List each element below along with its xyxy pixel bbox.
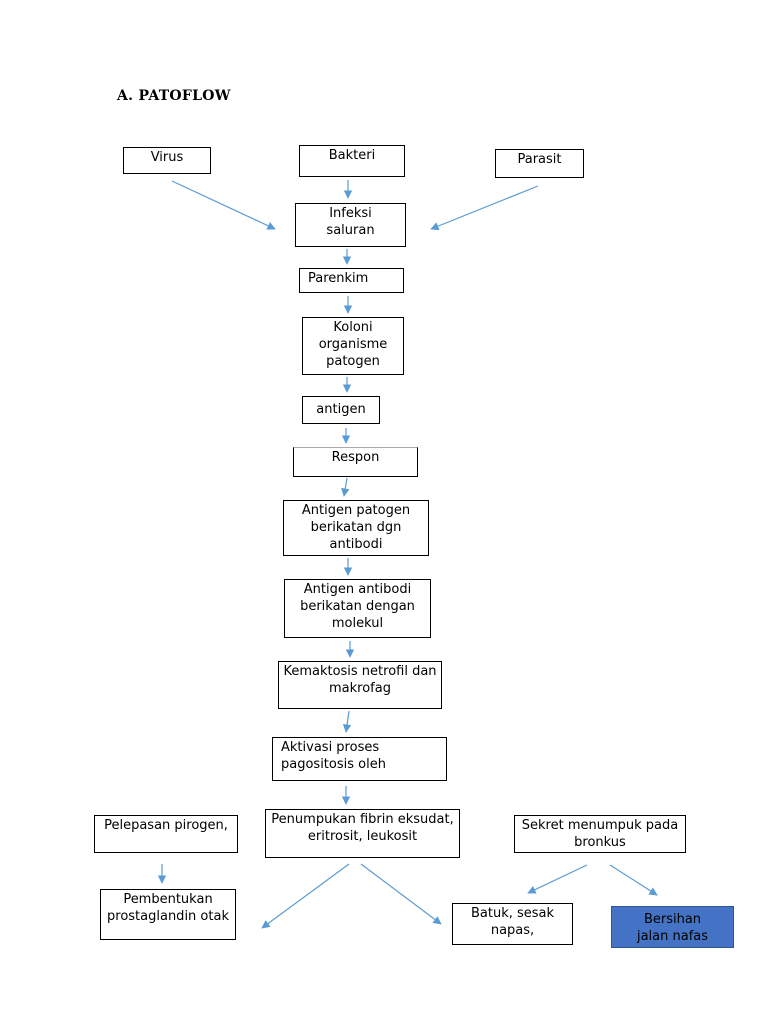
node-respon: Respon [293,447,418,477]
node-pembentukan: Pembentukan prostaglandin otak [100,889,236,940]
arrow-respon-patogen [341,477,350,497]
node-virus: Virus [123,147,211,174]
node-penumpukan: Penumpukan fibrin eksudat, eritrosit, le… [265,809,460,858]
node-koloni: Koloni organisme patogen [302,317,404,375]
node-sekret: Sekret menumpuk pada bronkus [514,815,686,853]
arrow-penumpukan-batuk [360,863,442,925]
node-antigen: antigen [302,396,380,424]
node-bersihan-jalan-nafas: Bersihan jalan nafas [611,906,734,948]
section-heading: A. PATOFLOW [117,88,231,104]
node-antigen-patogen: Antigen patogen berikatan dgn antibodi [283,500,429,556]
node-parenkim: Parenkim [299,268,404,293]
node-parasit: Parasit [495,149,584,178]
node-kemaktosis: Kemaktosis netrofil dan makrofag [278,661,442,709]
node-infeksi-saluran: Infeksi saluran [295,203,406,247]
arrow-virus-infeksi [171,180,276,230]
node-batuk: Batuk, sesak napas, [452,903,573,945]
arrow-sekret-batuk [527,864,588,894]
node-pelepasan: Pelepasan pirogen, [94,815,238,853]
node-antigen-antibodi: Antigen antibodi berikatan dengan moleku… [284,579,431,638]
node-aktivasi: Aktivasi proses pagositosis oleh [272,737,447,781]
arrow-kemaktosis-aktivasi [342,710,352,733]
arrow-sekret-bersihan [609,864,658,896]
node-bakteri: Bakteri [299,145,405,177]
arrow-penumpukan-left [261,863,350,929]
arrow-parasit-infeksi [430,185,539,231]
